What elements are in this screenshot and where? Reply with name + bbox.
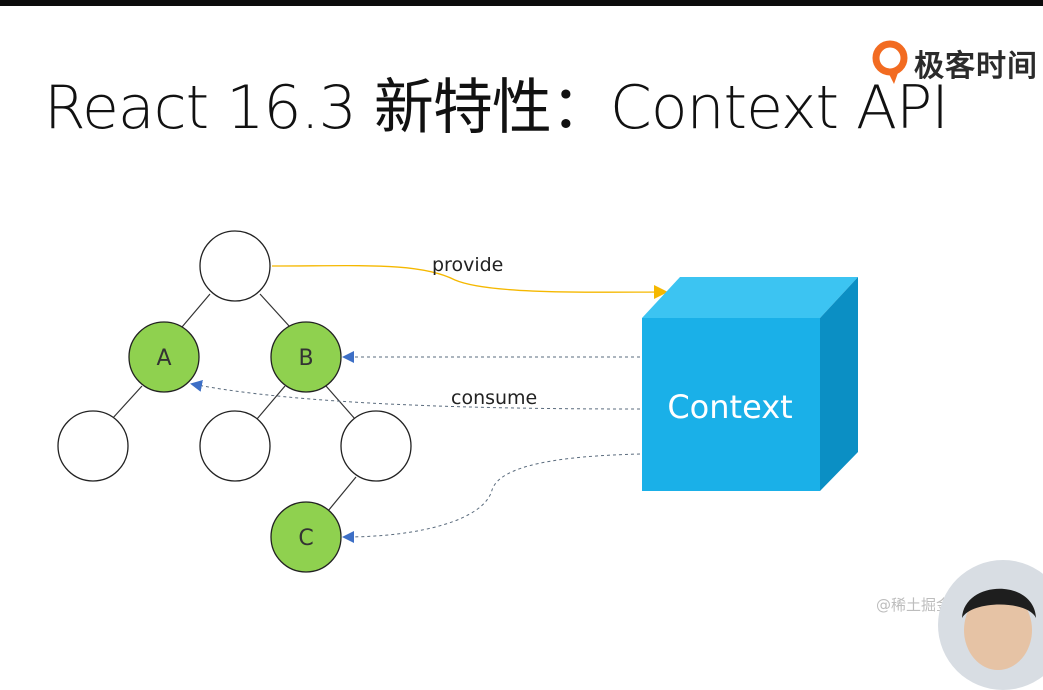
consume-connector-a bbox=[190, 380, 641, 410]
context-diagram: A B C provide consume Context bbox=[57, 230, 858, 573]
tree-edges bbox=[111, 293, 357, 512]
consume-label: consume bbox=[451, 387, 537, 409]
tree-node-root bbox=[199, 230, 271, 302]
consume-connector-c bbox=[342, 453, 641, 543]
tree-node-a bbox=[128, 321, 200, 393]
context-label: Context bbox=[667, 388, 792, 426]
tree-node-leaf-3 bbox=[340, 410, 412, 482]
consume-connectors bbox=[190, 351, 641, 543]
cube-top-face bbox=[642, 277, 858, 318]
tree-node-leaf-2 bbox=[199, 410, 271, 482]
provide-connector bbox=[271, 264, 668, 300]
provide-label: provide bbox=[432, 254, 503, 276]
logo: 极客时间 bbox=[872, 40, 1038, 86]
logo-text: 极客时间 bbox=[914, 49, 1038, 84]
node-label-b: B bbox=[298, 346, 313, 371]
edge-root-a bbox=[181, 293, 211, 328]
context-cube: Context bbox=[642, 277, 858, 491]
cube-side-face bbox=[820, 277, 858, 491]
node-label-c: C bbox=[298, 526, 313, 551]
tree-node-c bbox=[270, 501, 342, 573]
logo-icon bbox=[872, 40, 908, 84]
tree-node-b bbox=[270, 321, 342, 393]
tree-node-leaf-1 bbox=[57, 410, 129, 482]
top-bar bbox=[0, 0, 1043, 6]
edge-b-leaf-left bbox=[256, 385, 286, 420]
edge-leaf-c bbox=[327, 476, 357, 512]
cube-front-face bbox=[642, 318, 820, 491]
node-label-a: A bbox=[156, 346, 171, 371]
edge-a-leaf bbox=[111, 385, 143, 420]
slide-title: React 16.3 新特性：Context API bbox=[44, 73, 949, 143]
edge-b-leaf-right bbox=[325, 385, 356, 420]
edge-root-b bbox=[259, 293, 291, 328]
